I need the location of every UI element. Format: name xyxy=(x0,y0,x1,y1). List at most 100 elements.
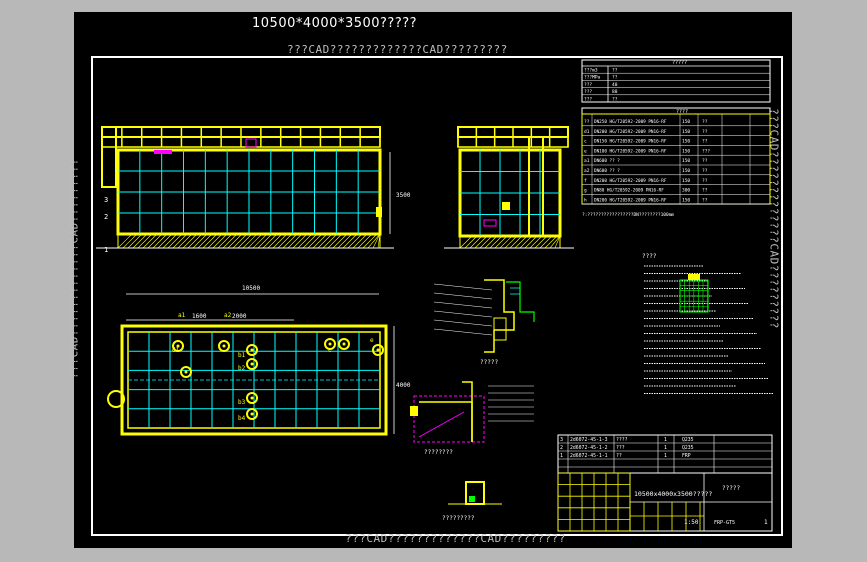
nozzle-row-spec: DN200 HG/T20592-2009 PN16-RF xyxy=(594,129,667,135)
nozzle-row-use: ?? xyxy=(702,129,708,135)
nozzle-row-use: ??? xyxy=(702,148,710,154)
nozzle-row-spec: DN80 HG/T20592-2009 PN16-RF xyxy=(594,188,664,194)
nozzle-row-length: 150 xyxy=(682,139,690,145)
part-material: FRP xyxy=(682,453,691,459)
nozzle-row-id: f xyxy=(584,178,587,184)
technical-notes: ???? xyxy=(642,253,773,395)
dim-3500: 3500 xyxy=(396,192,411,199)
plan-view: 10500 1600 2000 a1 a2 b1 b2 b3 b4 d1 e c… xyxy=(107,285,411,436)
part-name: ??? xyxy=(616,445,625,451)
part-name: ?? xyxy=(616,453,622,459)
nozzle-row-length: 150 xyxy=(682,158,690,164)
dim-length: 10500 xyxy=(242,285,260,292)
spec-table: ???m3?????MPa?????40???80????? ????? xyxy=(581,59,771,103)
drawing-canvas[interactable]: 3500 3 2 1 10500 1600 2000 xyxy=(68,12,792,548)
level-2: 2 xyxy=(104,213,108,221)
nozzle-row-use: ?? xyxy=(702,158,708,164)
detail-2-caption: ???????? xyxy=(424,449,453,456)
front-elevation: 3500 3 2 1 xyxy=(96,126,411,254)
watermark-right: ???CAD?????????????CAD????????? xyxy=(767,108,781,329)
nozzle-table-note: ?:?????????????????DN????????100mm xyxy=(582,212,674,218)
nozzle-row-spec: DN250 HG/T20592-2009 PN16-RF xyxy=(594,119,667,125)
nozzle-c-label: c xyxy=(328,347,332,354)
nozzle-row-use: ?? xyxy=(702,188,708,194)
part-code: 2d6072-45-1-1 xyxy=(570,453,608,459)
nozzle-row-use: ?? xyxy=(702,168,708,174)
nozzle-a2-label: a2 xyxy=(224,312,232,319)
watermark-top: ???CAD?????????????CAD????????? xyxy=(287,43,508,56)
level-3: 3 xyxy=(104,196,108,204)
part-qty: 1 xyxy=(664,437,667,443)
title-block-scale: 1:50 xyxy=(684,519,699,526)
nozzle-row-length: 150 xyxy=(682,148,690,154)
spec-row-label: ???m3 xyxy=(584,68,598,74)
nozzle-d1-label: d1 xyxy=(172,347,180,354)
spec-row-value: ?? xyxy=(612,75,618,81)
part-code: 2d6072-45-1-3 xyxy=(570,437,608,443)
nozzle-row-use: ?? xyxy=(702,178,708,184)
nozzle-row-length: 150 xyxy=(682,119,690,125)
cad-drawing: 3500 3 2 1 10500 1600 2000 xyxy=(91,56,783,536)
spec-row-value: 40 xyxy=(612,82,618,88)
spec-table-header: ????? xyxy=(672,60,687,66)
spec-row-value: ?? xyxy=(612,96,618,102)
nozzle-b3-label: b3 xyxy=(238,399,246,406)
nozzle-b2-label: b2 xyxy=(238,365,246,372)
title-block-sheet: 1 xyxy=(764,519,768,526)
spec-row-label: ??? xyxy=(584,82,592,88)
nozzle-a1-label: a1 xyxy=(178,312,186,319)
side-elevation xyxy=(444,126,574,249)
dim-2000: 2000 xyxy=(232,313,247,320)
nozzle-row-spec: DN200 HG/T20592-2009 PN16-RF xyxy=(594,197,667,203)
nozzle-row-use: ?? xyxy=(702,197,708,203)
part-code: 2d6072-45-1-2 xyxy=(570,445,608,451)
nozzle-row-id: a1 xyxy=(584,158,590,164)
nozzle-row-id: g xyxy=(584,189,587,194)
nozzle-row-length: 150 xyxy=(682,178,690,184)
part-no: 3 xyxy=(560,437,563,443)
detail-drawings: ????? ???????? ????????? xyxy=(410,279,535,522)
spec-row-label: ??? xyxy=(584,89,592,95)
nozzle-row-spec: DN600 ?? ? xyxy=(594,168,620,174)
part-material: Q235 xyxy=(682,445,694,451)
dim-1600: 1600 xyxy=(192,313,207,320)
nozzle-row-use: ?? xyxy=(702,119,708,125)
spec-row-label: ???MPa xyxy=(584,75,601,81)
nozzle-e-label: e xyxy=(370,337,374,344)
part-qty: 1 xyxy=(664,453,667,459)
nozzle-row-length: 150 xyxy=(682,197,690,203)
nozzle-row-id: d1 xyxy=(584,129,590,135)
tech-req-title: ???? xyxy=(642,253,657,260)
nozzle-row-spec: DN100 HG/T20592-2009 PN16-RF xyxy=(594,148,667,154)
spec-row-value: 80 xyxy=(612,89,618,95)
outer-border xyxy=(91,56,783,536)
nozzle-b1-label: b1 xyxy=(238,352,246,359)
nozzle-b4-label: b4 xyxy=(238,415,246,422)
part-no: 1 xyxy=(560,453,563,459)
level-1: 1 xyxy=(104,246,108,254)
watermark-bottom: ???CAD?????????????CAD????????? xyxy=(345,532,566,545)
part-name: ???? xyxy=(616,437,628,443)
nozzle-row-id: h xyxy=(584,197,587,203)
nozzle-row-length: 150 xyxy=(682,168,690,174)
detail-1-caption: ????? xyxy=(480,359,498,366)
part-material: Q235 xyxy=(682,437,694,443)
nozzle-row-id: c xyxy=(584,140,587,145)
spec-row-value: ?? xyxy=(612,68,618,74)
nozzle-row-id: a2 xyxy=(584,168,590,174)
drawing-title: 10500*4000*3500????? xyxy=(252,16,418,31)
nozzle-row-spec: DN200 HG/T20592-2009 PN16-RF xyxy=(594,178,667,184)
part-qty: 1 xyxy=(664,445,667,451)
spec-row-label: ??? xyxy=(584,96,592,102)
dim-width: 4000 xyxy=(396,382,411,389)
part-no: 2 xyxy=(560,445,563,451)
title-block-company: ????? xyxy=(722,485,740,492)
nozzle-row-length: 150 xyxy=(682,129,690,135)
nozzle-row-spec: DN600 ?? ? xyxy=(594,158,620,164)
nozzle-row-id: ?? xyxy=(584,119,590,125)
title-block-name: 10500x4000x3500????? xyxy=(634,490,712,498)
detail-3-caption: ????????? xyxy=(442,515,475,522)
watermark-left: ???CAD?????????????CAD????????? xyxy=(67,158,81,379)
